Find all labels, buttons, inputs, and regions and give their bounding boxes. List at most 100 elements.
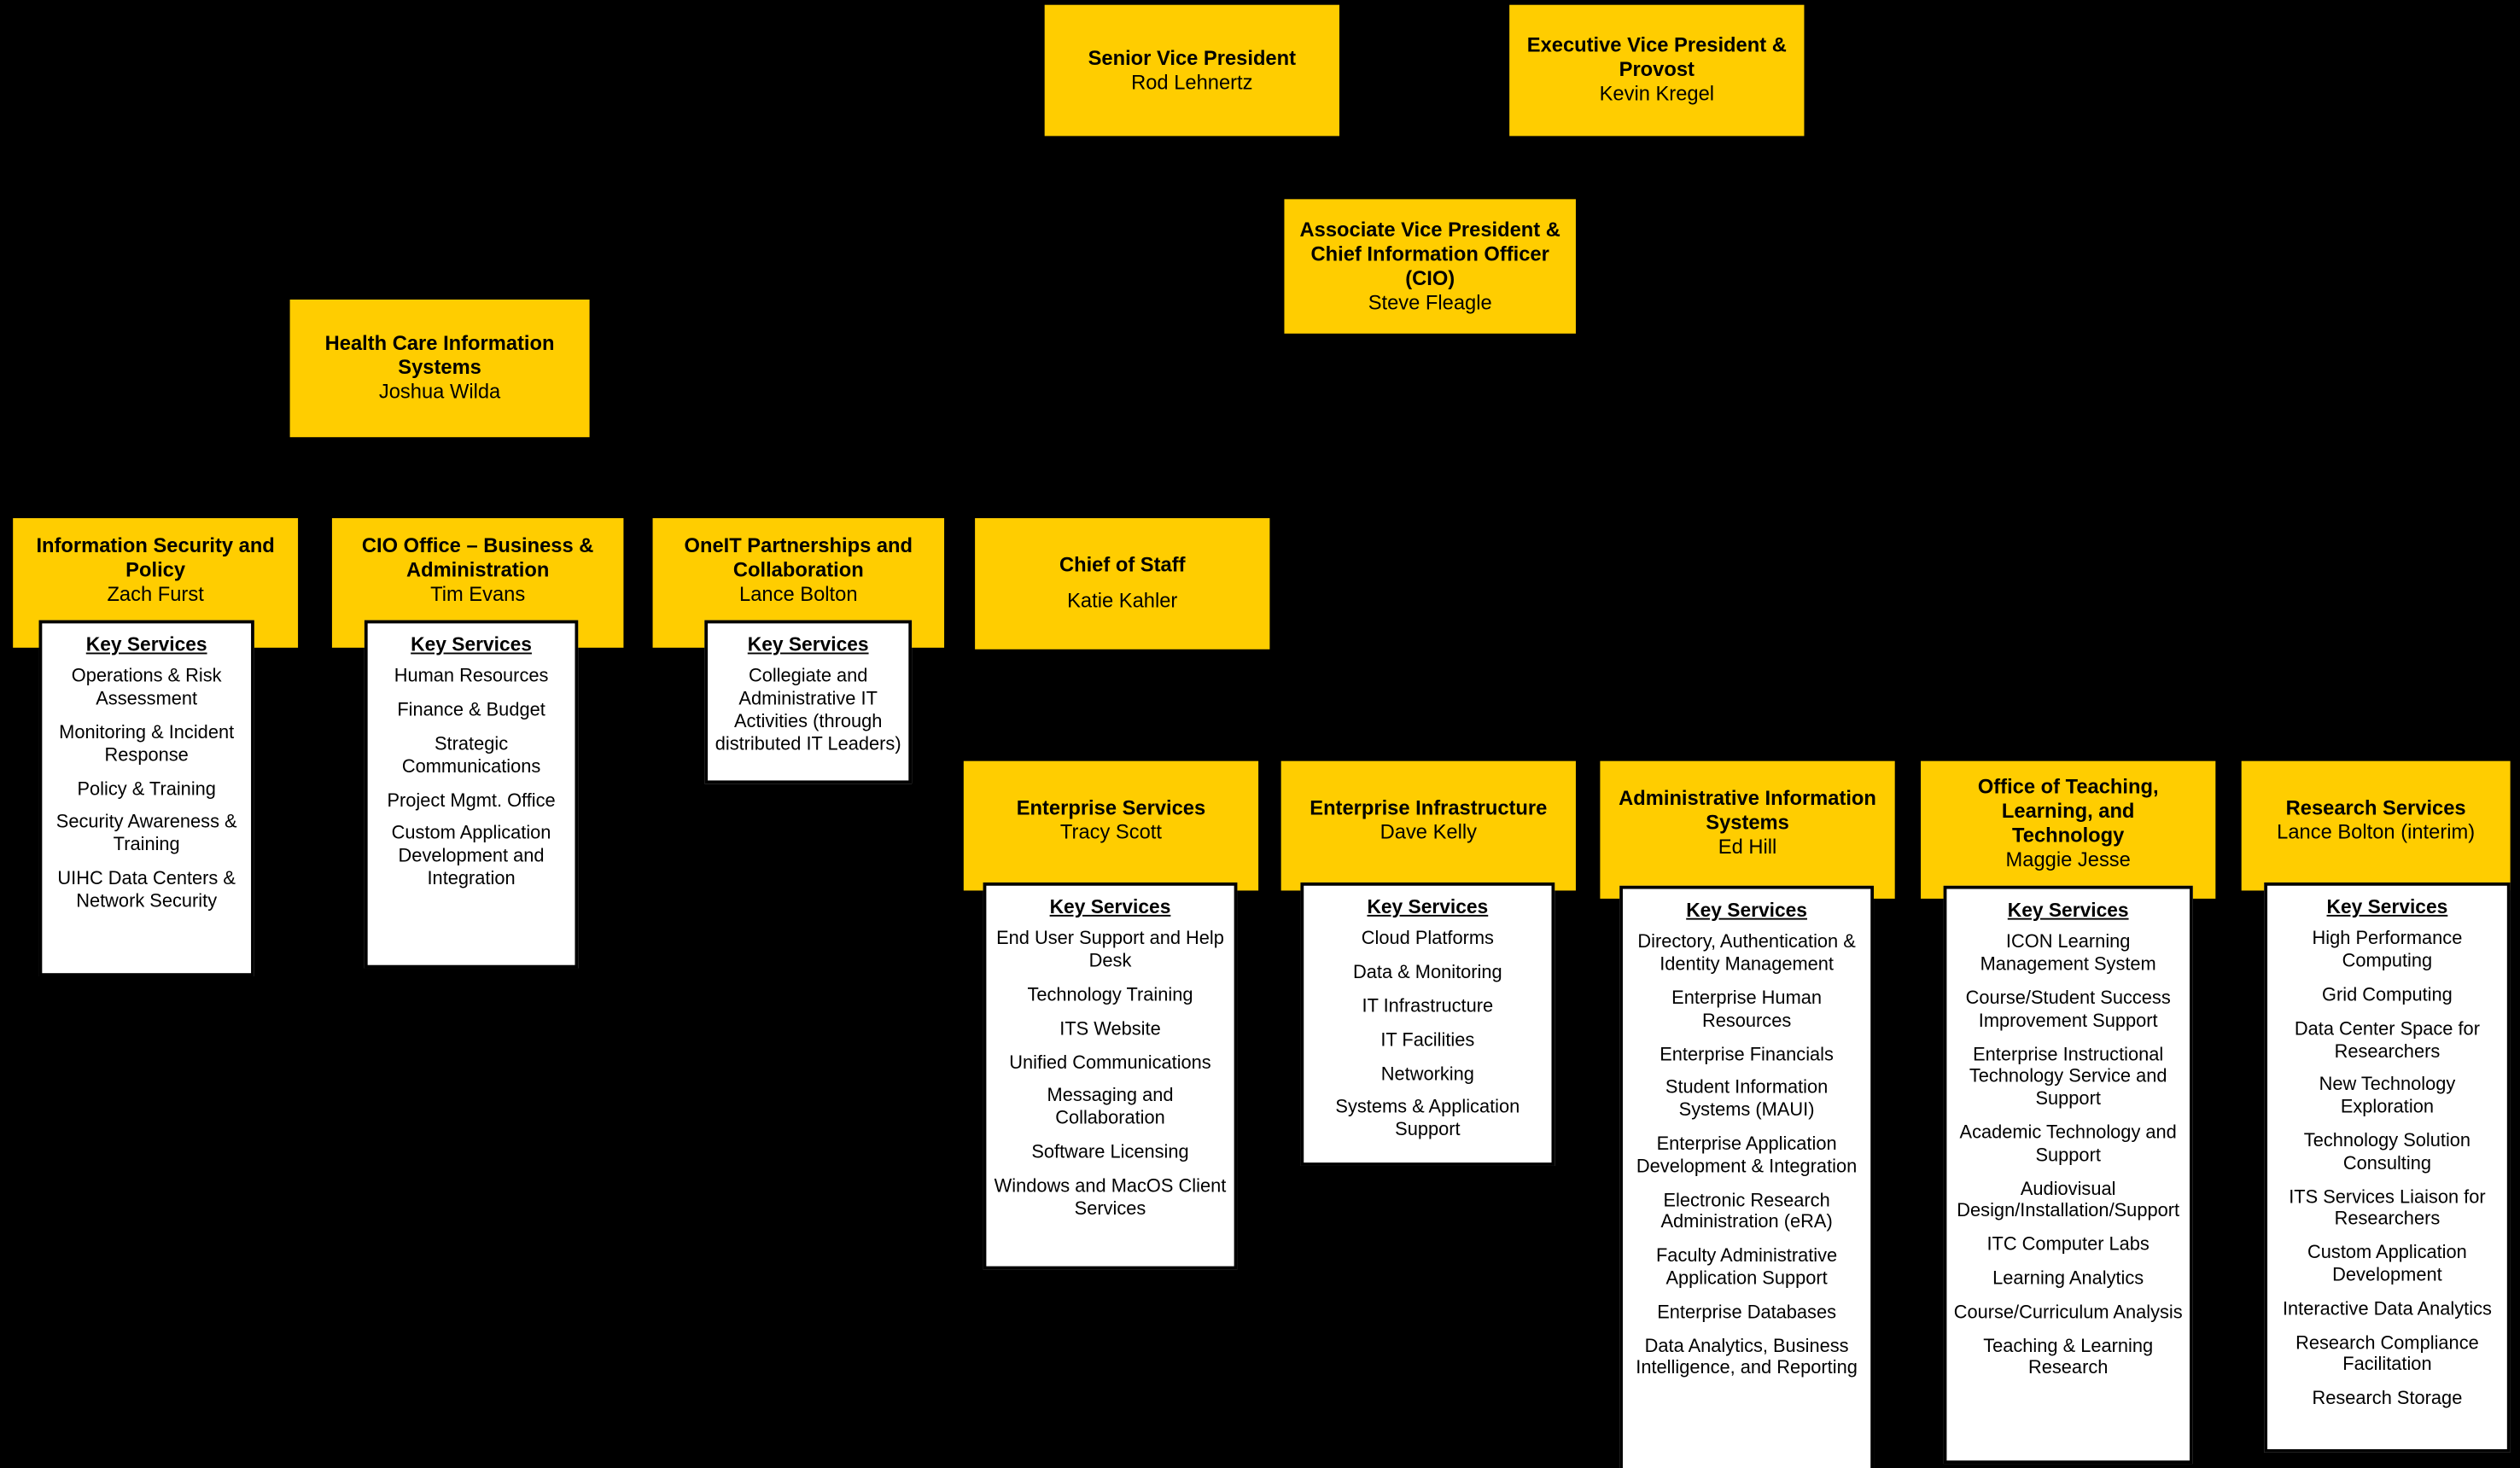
node-title: Administrative Information Systems — [1619, 787, 1876, 835]
key-service-item: Systems & Application Support — [1335, 1098, 1520, 1140]
node-title: OneIT Partnerships and Collaboration — [684, 533, 913, 581]
node-title: Executive Vice President & Provost — [1526, 33, 1787, 81]
org-node-associate-vice-president-cio: Associate Vice President & Chief Informa… — [1284, 199, 1576, 334]
node-name: Ed Hill — [1718, 835, 1777, 859]
node-title: Senior Vice President — [1088, 46, 1297, 69]
key-service-item: Course/Curriculum Analysis — [1953, 1302, 2183, 1323]
key-services-list: Collegiate and Administrative IT Activit… — [715, 667, 902, 757]
key-service-item: Security Awareness & Training — [55, 813, 237, 856]
key-service-item: IT Infrastructure — [1362, 997, 1494, 1017]
key-service-item: ICON Learning Management System — [1980, 933, 2156, 976]
key-service-item: Networking — [1380, 1064, 1474, 1085]
key-services-box-administrative-information-systems: Key Services Directory, Authentication &… — [1619, 885, 1875, 1468]
key-service-item: Cloud Platforms — [1361, 929, 1494, 950]
key-service-item: Technology Training — [1027, 986, 1193, 1006]
key-service-item: Data Center Space for Researchers — [2294, 1019, 2480, 1062]
key-services-list: Directory, Authentication & Identity Man… — [1630, 934, 1864, 1382]
key-service-item: Messaging and Collaboration — [1047, 1086, 1174, 1129]
key-service-item: Custom Application Development and Integ… — [391, 824, 551, 889]
key-service-item: Faculty Administrative Application Suppo… — [1655, 1247, 1838, 1290]
node-title: Health Care Information Systems — [324, 331, 555, 379]
key-service-item: Monitoring & Incident Response — [59, 724, 235, 766]
key-services-heading: Key Services — [1686, 898, 1807, 922]
key-service-item: Operations & Risk Assessment — [71, 667, 222, 710]
node-name: Maggie Jesse — [2005, 848, 2131, 871]
key-services-box-oneit-partnerships-and-collaboration: Key Services Collegiate and Administrati… — [704, 620, 913, 784]
key-service-item: ITS Website — [1059, 1019, 1161, 1040]
key-services-heading: Key Services — [2007, 898, 2129, 922]
key-service-item: Human Resources — [394, 667, 549, 688]
key-services-box-enterprise-services: Key Services End User Support and Help D… — [983, 882, 1238, 1270]
node-title: CIO Office – Business & Administration — [361, 533, 594, 581]
key-services-heading: Key Services — [747, 632, 869, 656]
key-service-item: High Performance Computing — [2312, 929, 2463, 972]
node-name: Katie Kahler — [1067, 589, 1178, 613]
key-service-item: Data & Monitoring — [1353, 964, 1502, 983]
key-services-box-information-security-and-policy: Key Services Operations & Risk Assessmen… — [38, 620, 254, 976]
key-service-item: Learning Analytics — [1992, 1269, 2144, 1290]
node-name: Steve Fleagle — [1368, 290, 1492, 314]
key-service-item: ITS Services Liaison for Researchers — [2289, 1187, 2486, 1230]
node-name: Rod Lehnertz — [1131, 70, 1253, 94]
org-node-senior-vice-president: Senior Vice President Rod Lehnertz — [1044, 4, 1339, 137]
key-service-item: Teaching & Learning Research — [1983, 1337, 2154, 1379]
key-service-item: Grid Computing — [2322, 986, 2453, 1006]
org-node-chief-of-staff: Chief of Staff Katie Kahler — [975, 518, 1270, 650]
node-title: Chief of Staff — [1059, 553, 1186, 577]
org-node-research-services: Research Services Lance Bolton (interim) — [2241, 760, 2511, 891]
key-service-item: New Technology Exploration — [2319, 1075, 2456, 1118]
node-name: Lance Bolton (interim) — [2277, 820, 2476, 844]
key-services-box-office-of-teaching-learning-and-technology: Key Services ICON Learning Management Sy… — [1943, 885, 2193, 1465]
key-service-item: Software Licensing — [1031, 1143, 1189, 1163]
key-service-item: Unified Communications — [1009, 1053, 1211, 1074]
key-service-item: Strategic Communications — [401, 735, 541, 778]
key-service-item: Finance & Budget — [397, 701, 545, 721]
key-service-item: Enterprise Databases — [1657, 1302, 1837, 1323]
key-service-item: Enterprise Application Development & Int… — [1636, 1134, 1858, 1177]
node-name: Tim Evans — [430, 582, 526, 605]
node-title: Enterprise Infrastructure — [1310, 796, 1548, 819]
node-title: Research Services — [2285, 796, 2466, 819]
org-node-office-of-teaching-learning-and-technology: Office of Teaching, Learning, and Techno… — [1921, 760, 2216, 899]
node-name: Tracy Scott — [1059, 820, 1162, 844]
node-title: Office of Teaching, Learning, and Techno… — [1977, 774, 2159, 847]
node-title: Associate Vice President & Chief Informa… — [1299, 218, 1560, 289]
org-node-enterprise-services: Enterprise Services Tracy Scott — [963, 760, 1259, 891]
key-service-item: Course/Student Success Improvement Suppo… — [1965, 989, 2171, 1032]
node-name: Lance Bolton — [739, 582, 858, 605]
key-service-item: Academic Technology and Support — [1959, 1123, 2177, 1166]
node-name: Zach Furst — [107, 582, 204, 605]
key-service-item: Enterprise Instructional Technology Serv… — [1969, 1045, 2167, 1110]
key-service-item: Directory, Authentication & Identity Man… — [1637, 933, 1856, 976]
key-service-item: UIHC Data Centers & Network Security — [57, 869, 236, 912]
key-services-heading: Key Services — [1049, 895, 1171, 918]
key-service-item: Research Compliance Facilitation — [2295, 1333, 2479, 1376]
key-service-item: Data Analytics, Business Intelligence, a… — [1636, 1337, 1858, 1379]
key-services-heading: Key Services — [1367, 895, 1489, 918]
node-name: Dave Kelly — [1380, 820, 1477, 844]
key-service-item: Policy & Training — [77, 779, 216, 800]
org-node-administrative-information-systems: Administrative Information Systems Ed Hi… — [1600, 760, 1895, 899]
key-service-item: Interactive Data Analytics — [2282, 1299, 2492, 1319]
key-service-item: Windows and MacOS Client Services — [994, 1176, 1227, 1219]
key-service-item: ITC Computer Labs — [1986, 1235, 2150, 1255]
org-node-enterprise-infrastructure: Enterprise Infrastructure Dave Kelly — [1280, 760, 1576, 891]
key-services-heading: Key Services — [85, 632, 207, 656]
key-service-item: Project Mgmt. Office — [387, 790, 556, 811]
key-service-item: Student Information Systems (MAUI) — [1665, 1079, 1829, 1121]
key-service-item: Audiovisual Design/Installation/Support — [1957, 1180, 2180, 1222]
key-service-item: Collegiate and Administrative IT Activit… — [715, 667, 901, 754]
key-service-item: Enterprise Financials — [1660, 1045, 1834, 1065]
key-services-heading: Key Services — [2326, 895, 2448, 918]
org-node-health-care-information-systems: Health Care Information Systems Joshua W… — [289, 299, 590, 438]
key-service-item: Research Storage — [2312, 1389, 2463, 1409]
